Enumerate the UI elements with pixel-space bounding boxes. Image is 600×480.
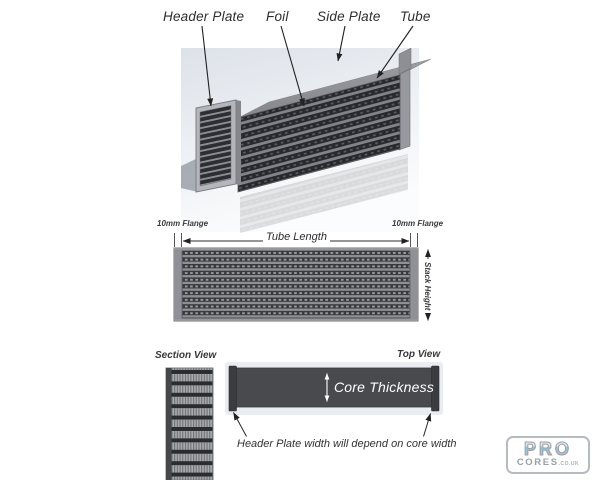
top-view-header-plate-right	[431, 365, 440, 412]
side-plate-rear-tab	[398, 47, 412, 75]
front-view	[173, 233, 431, 322]
foil-arrow	[280, 25, 305, 107]
caption-arrow-right	[423, 413, 432, 437]
header-flange-right	[410, 250, 418, 319]
top-view-header-plate-left	[228, 365, 237, 412]
side-plate-bottom	[174, 318, 418, 321]
flange-right-label: 10mm Flange	[392, 219, 444, 228]
header-plate-right	[398, 68, 411, 151]
top-view	[225, 362, 443, 437]
logo-cores-word: CORES	[516, 457, 559, 468]
tube-arrow	[376, 25, 414, 79]
header-flange-left	[174, 250, 182, 319]
core-thickness-label: Core Thickness	[334, 379, 435, 395]
section-view-strip	[165, 367, 214, 480]
header-plate-arrow	[201, 25, 214, 107]
header-plate-tube-ends	[199, 105, 232, 187]
side-plate-top	[174, 248, 418, 251]
side-plate-arrow	[336, 25, 346, 62]
core-reflection	[240, 154, 408, 233]
front-view-core	[173, 247, 419, 322]
flange-left-label: 10mm Flange	[157, 219, 209, 228]
header-plate-caption: Header Plate width will depend on core w…	[237, 438, 457, 450]
logo-cores-text: CORES.CO.UK	[517, 458, 579, 469]
side-plate-label: Side Plate	[317, 9, 381, 24]
logo-pro-text: PRO	[523, 439, 572, 459]
procores-logo: PRO CORES.CO.UK	[506, 436, 590, 474]
tube-length-label: Tube Length	[263, 231, 330, 244]
stack-height-label: Stack Height	[422, 259, 433, 314]
flange-line-left	[181, 250, 183, 319]
caption-arrow-left	[233, 412, 247, 437]
header-plate-label: Header Plate	[163, 9, 245, 24]
section-view-title: Section View	[155, 350, 217, 361]
core-shadow	[181, 158, 198, 192]
tube-label: Tube	[400, 9, 431, 24]
section-header-plate	[166, 368, 172, 480]
flange-line-right	[409, 250, 411, 319]
logo-couk-suffix: .CO.UK	[558, 461, 580, 467]
foil-label: Foil	[266, 9, 289, 24]
top-view-title: Top View	[397, 349, 441, 360]
header-plate-edge	[236, 100, 241, 185]
render-3d	[181, 25, 432, 233]
extension-lines	[174, 233, 418, 247]
section-view	[165, 367, 214, 480]
